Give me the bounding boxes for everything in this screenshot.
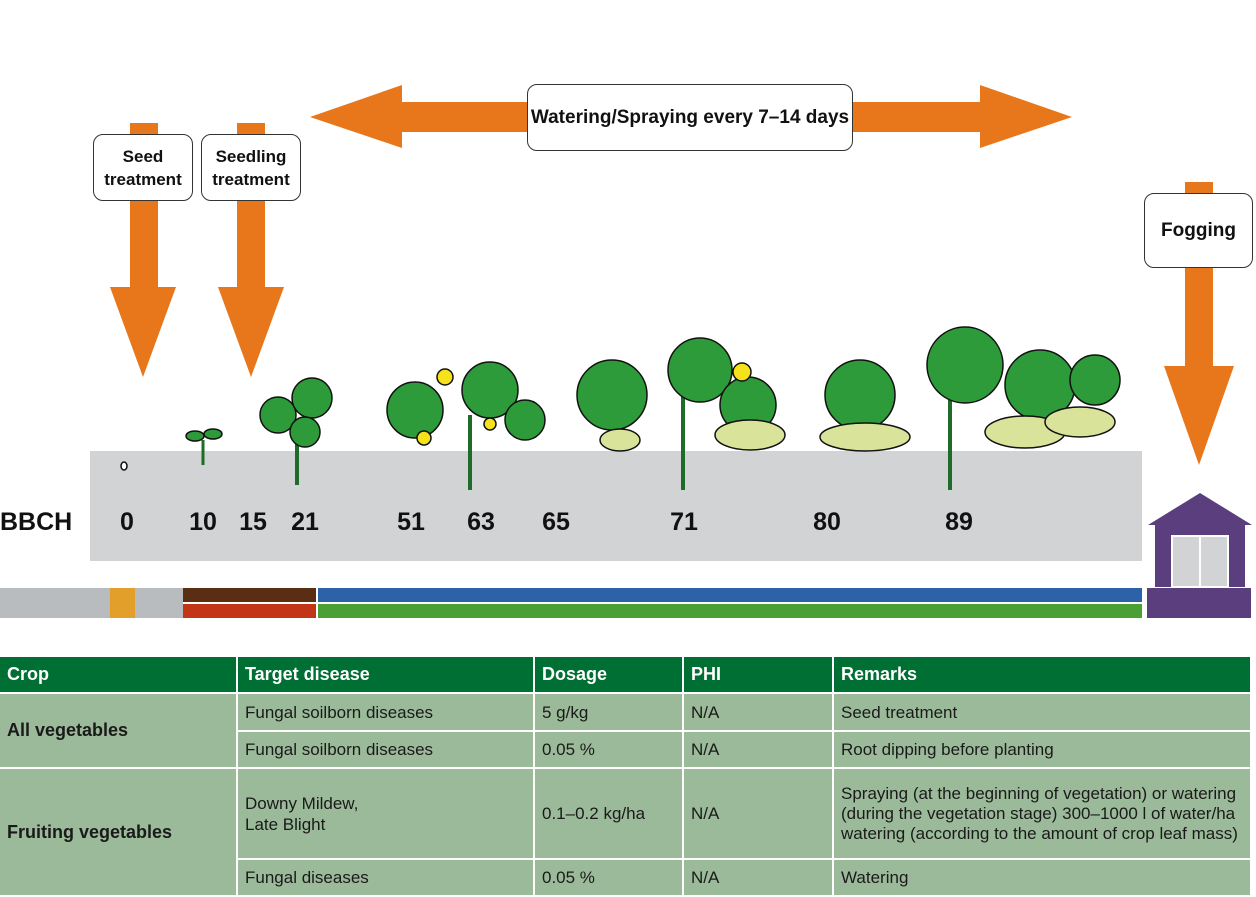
timeline-bar-blue (318, 588, 1142, 602)
header-phi: PHI (684, 657, 832, 692)
header-crop: Crop (0, 657, 236, 692)
bbch-stage: 89 (945, 508, 973, 536)
phi-cell: N/A (684, 732, 832, 767)
bbch-stage: 80 (813, 508, 841, 536)
dosage-cell: 0.05 % (535, 860, 682, 895)
bbch-stage: 0 (120, 508, 134, 536)
table-row: Fruiting vegetables Downy Mildew, Late B… (0, 769, 1250, 895)
growth-field (90, 451, 1142, 561)
flowering-plant-icon (386, 361, 546, 490)
dosage-cell: 0.1–0.2 kg/ha (535, 769, 682, 858)
crop-cell: Fruiting vegetables (0, 769, 236, 895)
disease-cell: Fungal soilborn diseases (238, 732, 533, 767)
seedling-treatment-arrow (218, 123, 284, 377)
timeline-bar-grey (135, 588, 183, 618)
watering-label: Watering/Spraying every 7–14 days (527, 84, 853, 151)
header-remarks: Remarks (834, 657, 1250, 692)
phi-cell: N/A (684, 694, 832, 730)
remarks-cell: Root dipping before planting (834, 732, 1250, 767)
greenhouse-icon (1147, 493, 1252, 618)
seedling-icon (185, 428, 223, 465)
table-header-row: Crop Target disease Dosage PHI Remarks (0, 657, 1250, 692)
fogging-arrow (1164, 182, 1234, 465)
seed-treatment-arrow (110, 123, 176, 377)
bbch-label: BBCH (0, 508, 73, 536)
bbch-stage: 10 (189, 508, 217, 536)
header-dosage: Dosage (535, 657, 682, 692)
bbch-stage: 15 (239, 508, 267, 536)
seed-icon (120, 461, 128, 471)
header-target-disease: Target disease (238, 657, 533, 692)
remarks-cell: Watering (834, 860, 1250, 895)
bbch-stage: 51 (397, 508, 425, 536)
bbch-stage: 63 (467, 508, 495, 536)
disease-cell: Fungal diseases (238, 860, 533, 895)
remarks-cell: Seed treatment (834, 694, 1250, 730)
treatment-table: Crop Target disease Dosage PHI Remarks A… (0, 655, 1252, 897)
seedling-treatment-label: Seedling treatment (201, 134, 301, 201)
timeline-bar-green (318, 604, 1142, 618)
disease-cell: Fungal soilborn diseases (238, 694, 533, 730)
bbch-stage: 65 (542, 508, 570, 536)
table-row: Fungal diseases 0.05 % N/A Watering (0, 860, 1250, 895)
bbch-stage: 21 (291, 508, 319, 536)
fruiting-plant-icon (576, 337, 786, 490)
mature-plant-icon (819, 326, 1121, 490)
dosage-cell: 0.05 % (535, 732, 682, 767)
plant-stages-illustration (120, 326, 1121, 490)
seed-treatment-label: Seed treatment (93, 134, 193, 201)
phi-cell: N/A (684, 769, 832, 858)
timeline-bar-red (183, 604, 316, 618)
timeline-bar-orange (110, 588, 135, 618)
dosage-cell: 5 g/kg (535, 694, 682, 730)
bbch-stage: 71 (670, 508, 698, 536)
table-row: Fungal soilborn diseases 0.05 % N/A Root… (0, 732, 1250, 767)
remarks-cell: Spraying (at the beginning of vegetation… (834, 769, 1250, 858)
crop-cell: All vegetables (0, 694, 236, 767)
phi-cell: N/A (684, 860, 832, 895)
timeline-bar-brown (183, 588, 316, 602)
disease-cell: Downy Mildew, Late Blight (238, 769, 533, 858)
table-row: All vegetables Fungal soilborn diseases … (0, 694, 1250, 767)
timeline-bar-grey (0, 588, 110, 618)
young-plant-icon (259, 377, 333, 485)
fogging-label: Fogging (1144, 193, 1253, 268)
